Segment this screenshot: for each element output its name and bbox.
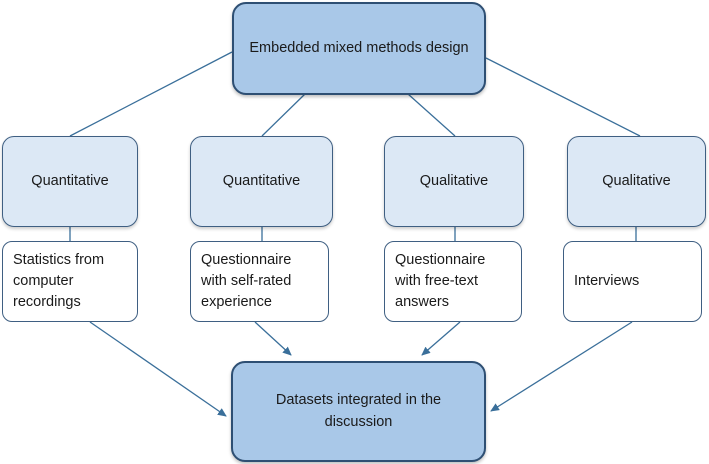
arrow-data-1-to-bottom — [89, 321, 227, 417]
data-source-label-3: Questionnaire with free-text answers — [395, 251, 486, 310]
arrow-data-4-to-bottom — [490, 321, 633, 412]
integrated-datasets-box: Datasets integrated in the discussion — [231, 361, 486, 462]
data-source-box-3: Questionnaire with free-text answers — [384, 241, 522, 322]
method-box-2: Quantitative — [190, 136, 333, 227]
data-source-box-2: Questionnaire with self-rated experience — [190, 241, 329, 322]
method-label-2: Quantitative — [222, 172, 301, 189]
connector-top-to-method-4 — [485, 57, 641, 137]
embedded-design-label: Embedded mixed methods design — [249, 39, 469, 56]
data-source-label-2: Questionnaire with self-rated experience — [201, 251, 292, 310]
method-box-3: Qualitative — [384, 136, 524, 227]
connector-top-to-method-3 — [407, 93, 456, 137]
integrated-datasets-label: Datasets integrated in the discussion — [275, 392, 442, 430]
method-label-4: Qualitative — [602, 172, 671, 189]
connector-top-to-method-1 — [69, 51, 233, 137]
data-source-label-1: Statistics from computer recordings — [13, 251, 105, 310]
method-label-1: Quantitative — [31, 172, 109, 189]
arrow-data-2-to-bottom — [254, 321, 292, 356]
data-source-label-4: Interviews — [574, 272, 640, 289]
arrow-data-3-to-bottom — [421, 321, 461, 356]
method-label-3: Qualitative — [419, 172, 489, 189]
embedded-design-box: Embedded mixed methods design — [232, 2, 486, 95]
method-box-4: Qualitative — [567, 136, 706, 227]
data-source-box-1: Statistics from computer recordings — [2, 241, 138, 322]
connector-top-to-method-2 — [261, 93, 306, 137]
data-source-box-4: Interviews — [563, 241, 702, 322]
method-box-1: Quantitative — [2, 136, 138, 227]
